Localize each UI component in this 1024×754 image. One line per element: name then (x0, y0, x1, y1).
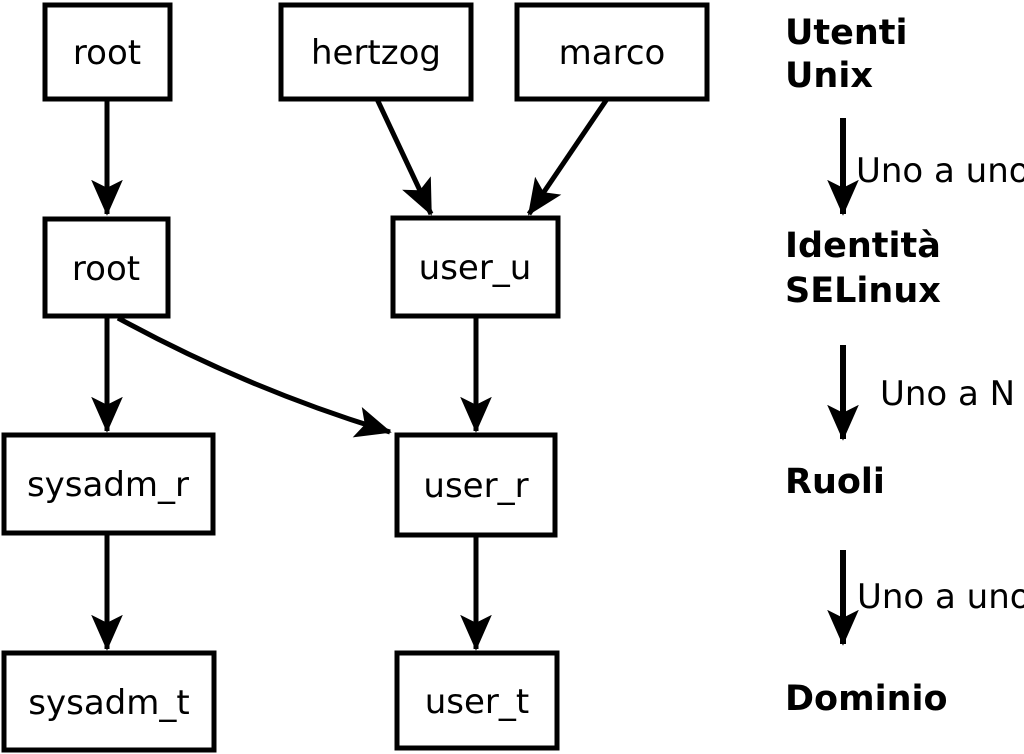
node-role-sysadm-r-box (1, 432, 216, 536)
edge-selinux-root-to-user-r (116, 315, 392, 438)
legend-rel2-label: Uno a N (880, 374, 1015, 414)
node-selinux-root-label: root (72, 249, 140, 289)
node-domain-sysadm-t-box (1, 650, 217, 753)
legend-identita-line2: SELinux (785, 271, 941, 311)
node-role-user-r-label: user_r (423, 466, 528, 506)
legend-column: Utenti Unix Uno a uno Identità SELinux U… (785, 13, 1024, 719)
node-unix-hertzog-label: hertzog (311, 33, 441, 73)
legend-utenti-line1: Utenti (785, 13, 908, 53)
node-domain-user-t-label: user_t (425, 682, 530, 722)
node-role-user-r-box (394, 432, 558, 538)
legend-utenti-line2: Unix (785, 56, 873, 96)
node-selinux-user-u-label: user_u (419, 248, 532, 288)
edge-hertzog-to-user-u (374, 97, 434, 216)
node-role-sysadm-r-label: sysadm_r (27, 465, 189, 505)
node-unix-root-box (42, 2, 173, 102)
node-unix-root-label: root (73, 33, 141, 73)
legend-rel3-label: Uno a uno (857, 577, 1024, 617)
node-selinux-root-box (42, 216, 171, 319)
node-domain-sysadm-t-label: sysadm_t (28, 683, 189, 723)
diagram-edges (91, 97, 610, 651)
edge-marco-to-user-u (526, 97, 610, 216)
node-domain-user-t-box (394, 650, 560, 751)
legend-rel1-label: Uno a uno (856, 151, 1024, 191)
node-unix-hertzog-box (278, 2, 474, 102)
legend-dominio-label: Dominio (785, 679, 948, 719)
node-unix-marco-label: marco (559, 33, 666, 73)
diagram-nodes: root hertzog marco root user_u sysadm_r … (1, 2, 710, 753)
legend-identita-line1: Identità (785, 226, 941, 266)
node-selinux-user-u-box (390, 215, 561, 319)
node-unix-marco-box (514, 2, 710, 102)
legend-ruoli-label: Ruoli (785, 462, 885, 502)
